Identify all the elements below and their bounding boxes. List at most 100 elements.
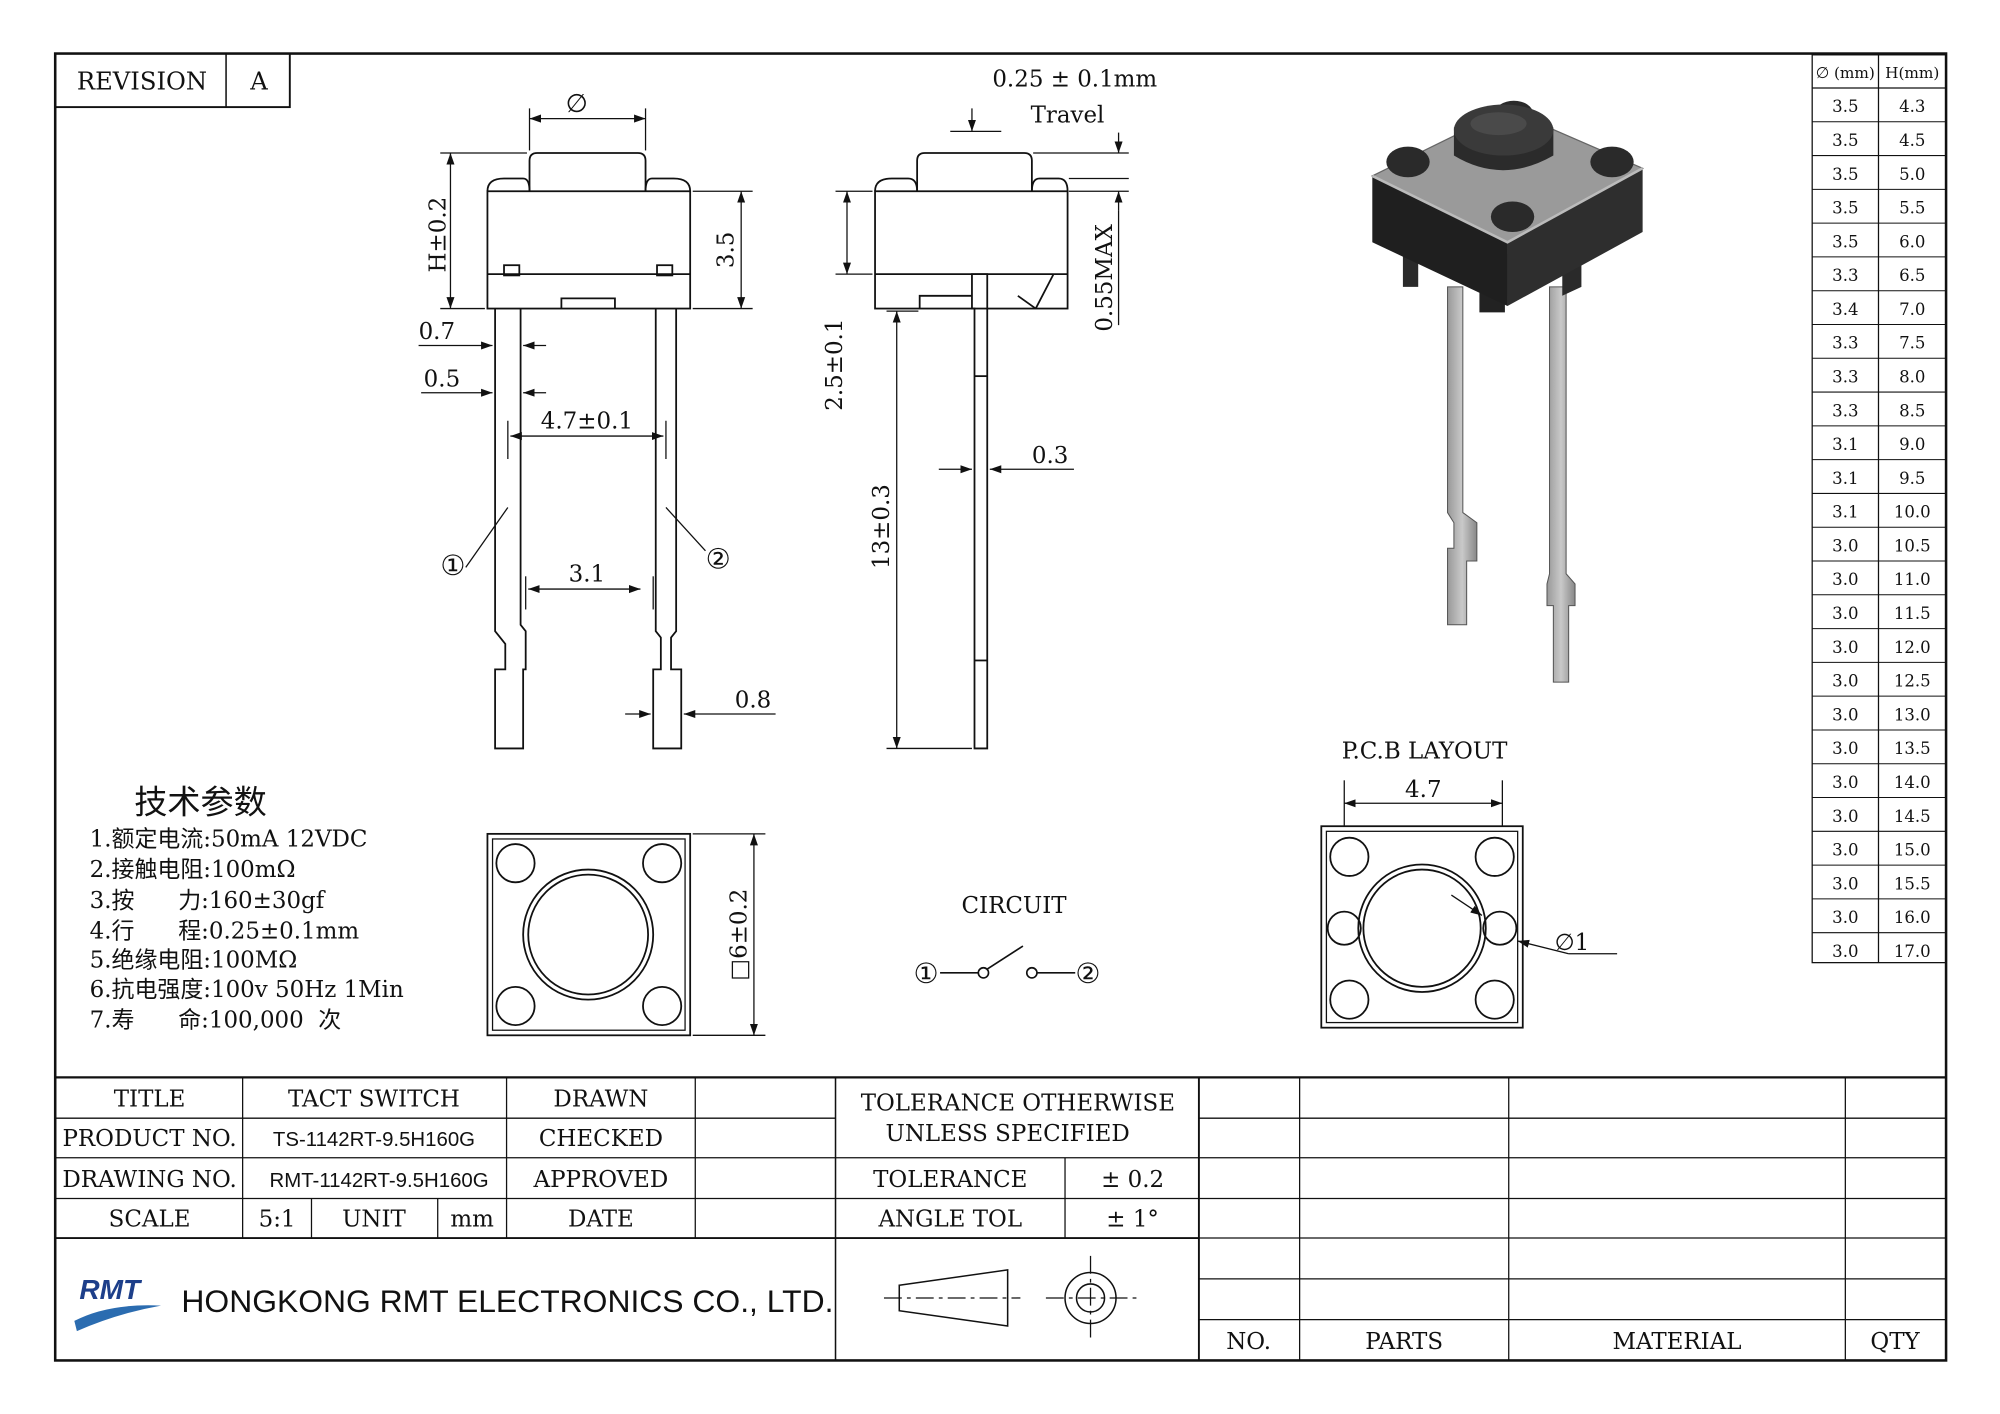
spec-height-cell: 13.5 bbox=[1894, 739, 1931, 758]
revision-box: REVISION A bbox=[54, 52, 291, 109]
bom-header-material: MATERIAL bbox=[1613, 1329, 1742, 1355]
spec-table-row: 3.0 13.0 bbox=[1812, 705, 1947, 731]
travel-label: Travel bbox=[1031, 102, 1105, 128]
spec-diameter-cell: 3.0 bbox=[1832, 536, 1858, 555]
spec-height-cell: 8.0 bbox=[1899, 368, 1925, 387]
tech-params: 技术参数 1.额定电流:50mA 12VDC 2.接触电阻:100mΩ 3.按 … bbox=[90, 784, 404, 1033]
tech-param-7: 7.寿 命:100,000 次 bbox=[90, 1008, 342, 1034]
drawn-label: DRAWN bbox=[553, 1087, 648, 1113]
bom-header-qty: QTY bbox=[1870, 1329, 1920, 1355]
spec-diameter-cell: 3.0 bbox=[1832, 705, 1858, 724]
product-no-value: TS-1142RT-9.5H160G bbox=[273, 1129, 475, 1151]
tech-param-2: 2.接触电阻:100mΩ bbox=[90, 857, 296, 883]
spec-diameter-cell: 3.5 bbox=[1832, 97, 1858, 116]
circuit-label: CIRCUIT bbox=[961, 893, 1067, 919]
spec-table-row: 3.1 9.0 bbox=[1812, 435, 1947, 461]
spec-diameter-cell: 3.1 bbox=[1832, 503, 1858, 522]
date-label: DATE bbox=[568, 1207, 634, 1233]
spec-diameter-cell: 3.4 bbox=[1832, 300, 1858, 319]
dim-body-height: 3.5 bbox=[714, 232, 740, 268]
pcb-pitch: 4.7 bbox=[1405, 777, 1441, 803]
spec-diameter-cell: 3.0 bbox=[1832, 942, 1858, 961]
dim-travel: 0.25 ± 0.1mm bbox=[992, 67, 1157, 93]
spec-height-cell: 17.0 bbox=[1894, 942, 1931, 961]
spec-diameter-cell: 3.0 bbox=[1832, 908, 1858, 927]
spec-diameter-cell: 3.0 bbox=[1832, 874, 1858, 893]
product-no-label: PRODUCT NO. bbox=[62, 1126, 236, 1152]
spec-height-cell: 5.0 bbox=[1899, 165, 1925, 184]
tolerance-value: ± 0.2 bbox=[1101, 1167, 1164, 1193]
drawing-no-label: DRAWING NO. bbox=[62, 1167, 236, 1193]
angle-tol-value: ± 1° bbox=[1106, 1207, 1159, 1233]
dim-0-5: 0.5 bbox=[424, 366, 460, 392]
spec-table-row: 3.0 15.5 bbox=[1812, 874, 1947, 900]
circuit-pin2: ② bbox=[1075, 957, 1100, 990]
spec-diameter-cell: 3.0 bbox=[1832, 807, 1858, 826]
dim-square-6: □6±0.2 bbox=[726, 889, 752, 981]
side-view-labels: 0.25 ± 0.1mm Travel 0.55MAX 2.5±0.1 0.3 … bbox=[822, 67, 1158, 569]
spec-diameter-cell: 3.0 bbox=[1832, 638, 1858, 657]
tech-param-3: 3.按 力:160±30gf bbox=[90, 888, 326, 914]
tech-param-1: 1.额定电流:50mA 12VDC bbox=[90, 827, 368, 853]
dim-height: H±0.2 bbox=[425, 197, 451, 273]
projection-symbol bbox=[883, 1255, 1138, 1342]
approved-label: APPROVED bbox=[533, 1167, 669, 1193]
drawing-no-value: RMT-1142RT-9.5H160G bbox=[270, 1170, 489, 1192]
spec-diameter-cell: 3.0 bbox=[1832, 672, 1858, 691]
front-view-labels: ∅ H±0.2 3.5 0.7 0.5 4.7±0.1 3.1 0.8 ① ② bbox=[419, 89, 772, 713]
spec-height-cell: 9.0 bbox=[1899, 435, 1925, 454]
spec-diameter-cell: 3.5 bbox=[1832, 199, 1858, 218]
spec-diameter-cell: 3.3 bbox=[1832, 334, 1858, 353]
revision-value: A bbox=[249, 67, 268, 95]
switch-3d-render bbox=[1370, 100, 1645, 683]
logo-text: RMT bbox=[79, 1274, 143, 1305]
spec-height-cell: 4.3 bbox=[1899, 97, 1925, 116]
tech-param-5: 5.绝缘电阻:100MΩ bbox=[90, 948, 298, 974]
unit-label: UNIT bbox=[342, 1207, 406, 1233]
spec-table-row: 3.4 7.0 bbox=[1812, 300, 1947, 326]
spec-diameter-cell: 3.5 bbox=[1832, 131, 1858, 150]
spec-height-cell: 8.5 bbox=[1899, 401, 1925, 420]
checked-label: CHECKED bbox=[539, 1126, 663, 1152]
spec-table-row: 3.0 17.0 bbox=[1832, 942, 1931, 961]
unit-value: mm bbox=[450, 1207, 494, 1233]
pin2-label: ② bbox=[706, 543, 731, 576]
dim-2-5: 2.5±0.1 bbox=[822, 319, 848, 411]
pcb-hole-diameter: ∅1 bbox=[1555, 930, 1590, 956]
spec-height-cell: 7.0 bbox=[1899, 300, 1925, 319]
spec-diameter-cell: 3.1 bbox=[1832, 435, 1858, 454]
title-block bbox=[55, 1076, 1947, 1361]
spec-height-cell: 9.5 bbox=[1899, 469, 1925, 488]
scale-label: SCALE bbox=[109, 1207, 191, 1233]
spec-height-cell: 13.0 bbox=[1894, 705, 1931, 724]
spec-diameter-cell: 3.0 bbox=[1832, 604, 1858, 623]
front-view-dimensions bbox=[418, 108, 776, 719]
circuit-diagram: CIRCUIT ① ② bbox=[913, 893, 1100, 990]
dim-0-55max: 0.55MAX bbox=[1092, 224, 1118, 332]
scale-value: 5:1 bbox=[259, 1207, 296, 1233]
dim-pitch: 4.7±0.1 bbox=[541, 408, 633, 434]
spec-height-cell: 15.5 bbox=[1894, 874, 1931, 893]
spec-diameter-cell: 3.5 bbox=[1832, 232, 1858, 251]
spec-table-row: 3.0 10.5 bbox=[1812, 536, 1947, 562]
revision-label: REVISION bbox=[77, 67, 207, 95]
tech-param-4: 4.行 程:0.25±0.1mm bbox=[90, 918, 360, 944]
spec-height-cell: 10.5 bbox=[1894, 536, 1931, 555]
spec-height-cell: 5.5 bbox=[1899, 199, 1925, 218]
spec-table-row: 3.5 4.3 bbox=[1812, 97, 1947, 123]
title-label: TITLE bbox=[114, 1087, 186, 1113]
bottom-view bbox=[486, 832, 692, 1037]
spec-diameter-cell: 3.3 bbox=[1832, 266, 1858, 285]
circuit-pin1: ① bbox=[913, 957, 938, 990]
company-name: HONGKONG RMT ELECTRONICS CO., LTD. bbox=[181, 1283, 833, 1319]
